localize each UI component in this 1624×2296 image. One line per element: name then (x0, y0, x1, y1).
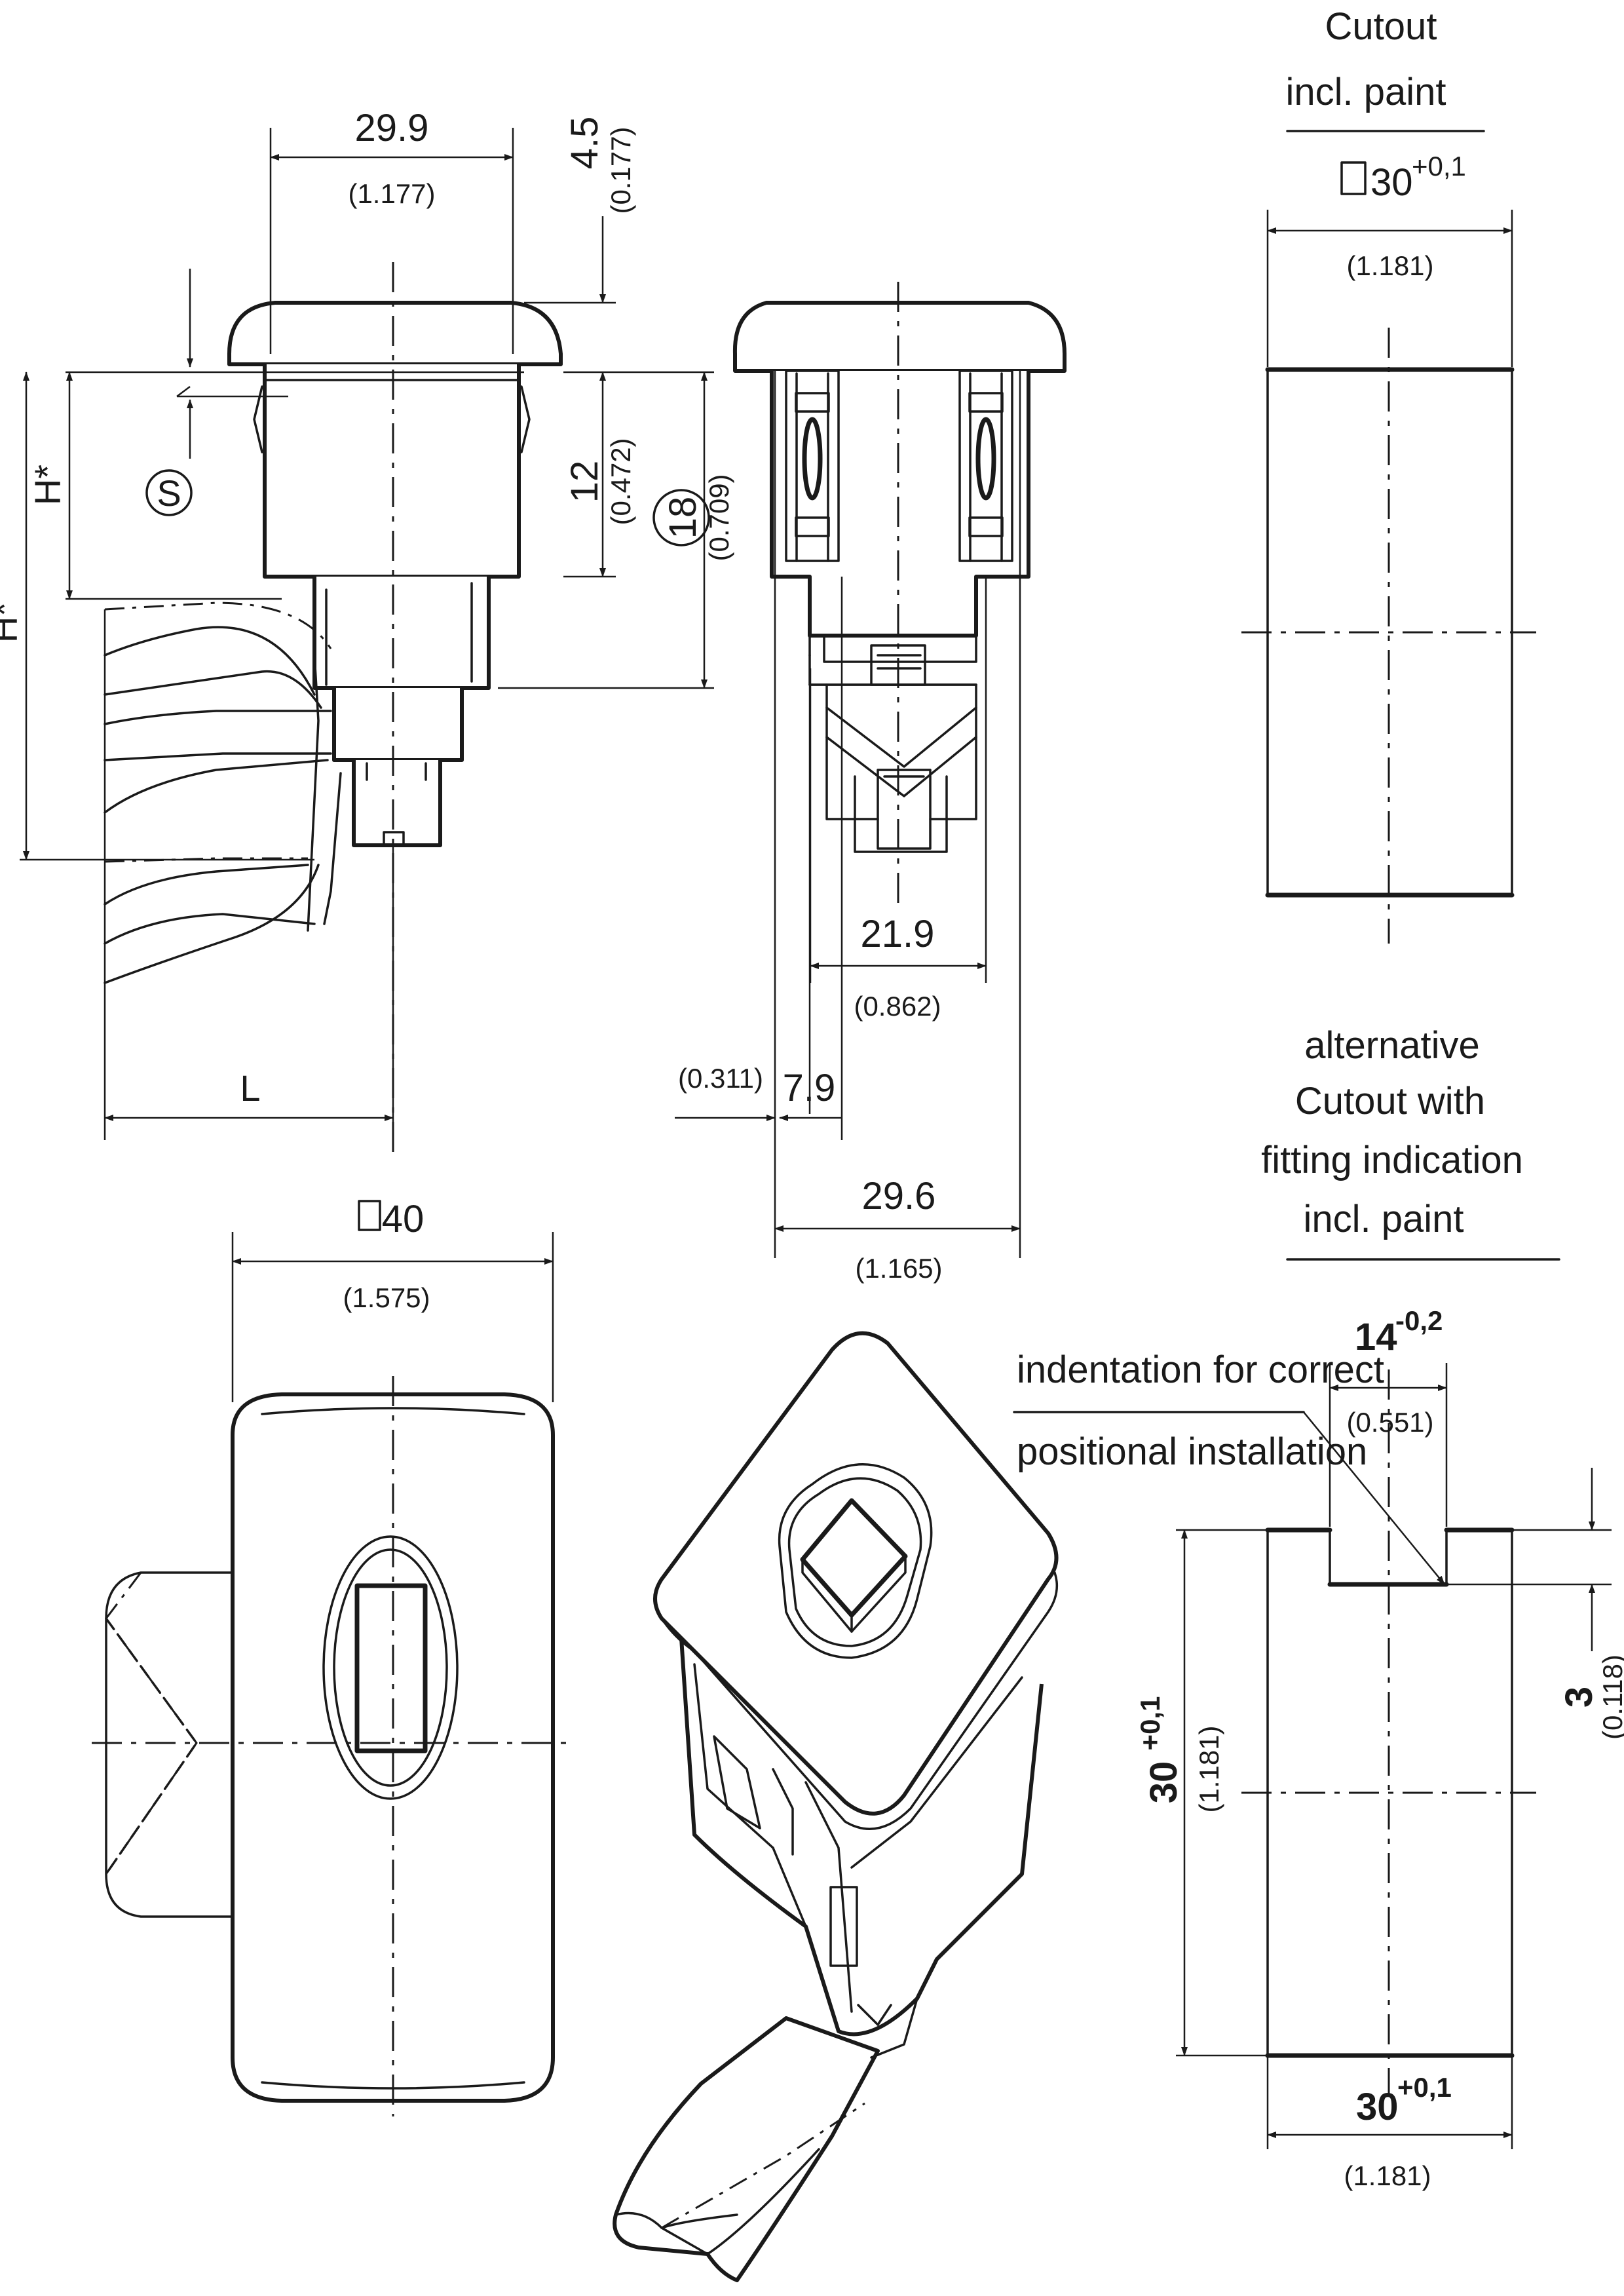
h-star-big-label: H* (0, 602, 25, 643)
h-star-small-label: H* (27, 465, 68, 505)
alt-dim-h-30-tol: +0,1 (1135, 1696, 1165, 1751)
square-symbol-icon-40 (358, 1200, 381, 1231)
side-view: S H* H* 29.9 (1.177) 4.5 (0.177) 12 (0.4… (0, 107, 734, 1153)
cutout-dim-30-tol: +0,1 (1412, 151, 1466, 182)
alt-dim-h-30: 30 (1142, 1761, 1185, 1804)
alt-dim-w-30-in: (1.181) (1344, 2160, 1431, 2191)
l-label: L (240, 1067, 260, 1109)
top-view: 40 (1.575) (92, 1198, 570, 2116)
dim-12: 12 (563, 461, 606, 503)
dim-21-9: 21.9 (861, 913, 935, 955)
dim-3-in: (0.118) (1597, 1655, 1624, 1740)
cutout-title-line1: Cutout (1325, 5, 1437, 48)
dim-18: 18 (662, 497, 704, 539)
dim-18-in: (0.709) (704, 474, 734, 561)
dim-4-5: 4.5 (563, 117, 606, 170)
alt-title-line2: Cutout with (1295, 1080, 1485, 1122)
dim-3: 3 (1558, 1687, 1600, 1708)
alt-title-line3: fitting indication (1261, 1139, 1523, 1181)
alternative-cutout-view: alternative Cutout with fitting indicati… (1135, 1024, 1624, 2191)
dim-12-in: (0.472) (605, 438, 636, 525)
dim-29-9-in: (1.177) (348, 178, 435, 209)
dim-14-tol: -0,2 (1395, 1305, 1443, 1336)
dim-29-6: 29.6 (862, 1175, 936, 1217)
front-view: 21.9 (0.862) 7.9 (0.311) 29.6 (1.165) (675, 282, 1067, 1284)
dim-40-in: (1.575) (343, 1282, 430, 1313)
indentation-label-line1: indentation for correct (1017, 1349, 1384, 1391)
cutout-dim-30-in: (1.181) (1346, 250, 1433, 281)
dim-14-in: (0.551) (1346, 1407, 1433, 1438)
indentation-label-line2: positional installation (1017, 1430, 1367, 1473)
dim-7-9: 7.9 (783, 1067, 836, 1109)
dim-40: 40 (382, 1198, 425, 1240)
dim-4-5-in: (0.177) (605, 126, 636, 214)
s-mark-label: S (157, 472, 181, 514)
alt-dim-w-30: 30 (1356, 2086, 1399, 2128)
alt-dim-h-30-in: (1.181) (1194, 1725, 1224, 1812)
dim-7-9-in: (0.311) (678, 1063, 763, 1094)
cutout-dim-30: 30 (1370, 161, 1413, 204)
dim-14: 14 (1355, 1316, 1397, 1358)
alt-title-line4: incl. paint (1303, 1198, 1463, 1240)
dim-29-9: 29.9 (355, 107, 429, 149)
cutout-view: Cutout incl. paint 30 +0,1 (1.181) (1241, 5, 1536, 944)
alt-dim-w-30-tol: +0,1 (1397, 2072, 1452, 2103)
dim-29-6-in: (1.165) (855, 1253, 942, 1284)
isometric-view: indentation for correct positional insta… (613, 1331, 1384, 2282)
cutout-title-line2: incl. paint (1285, 71, 1446, 113)
square-symbol-icon (1340, 161, 1367, 195)
alt-title-line1: alternative (1304, 1024, 1480, 1067)
dim-21-9-in: (0.862) (854, 991, 941, 1022)
